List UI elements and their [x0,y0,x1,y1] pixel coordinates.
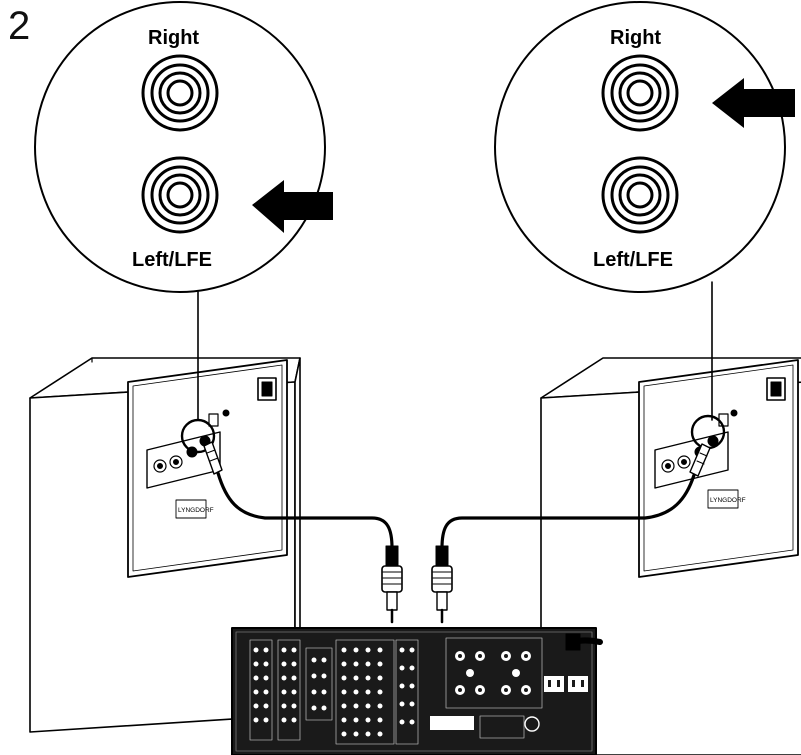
right-callout-right-label: Right [610,27,661,49]
receiver-back-panel [231,627,603,755]
left-lfe-input-jack [141,156,219,234]
left-callout-right-label: Right [148,27,199,49]
left-subwoofer: LYNGDORF [29,357,301,733]
rca-plug-left [381,545,403,624]
arrow-left-icon [712,78,795,128]
right-subwoofer: LYNGDORF [540,357,801,755]
left-lfe-input-jack-2 [601,156,679,234]
subwoofer-cables [203,441,711,550]
rca-plug-right [431,545,453,624]
right-input-jack [141,54,219,132]
right-brand-logo: LYNGDORF [710,497,746,504]
step-number: 2 [8,4,31,48]
left-brand-logo: LYNGDORF [178,507,214,514]
left-callout-left-lfe-label: Left/LFE [132,249,212,271]
arrow-left-icon [252,180,333,233]
right-callout: Right Left/LFE [494,1,795,421]
right-callout-left-lfe-label: Left/LFE [593,249,673,271]
left-callout: Right Left/LFE [34,1,333,421]
right-input-jack-2 [601,54,679,132]
